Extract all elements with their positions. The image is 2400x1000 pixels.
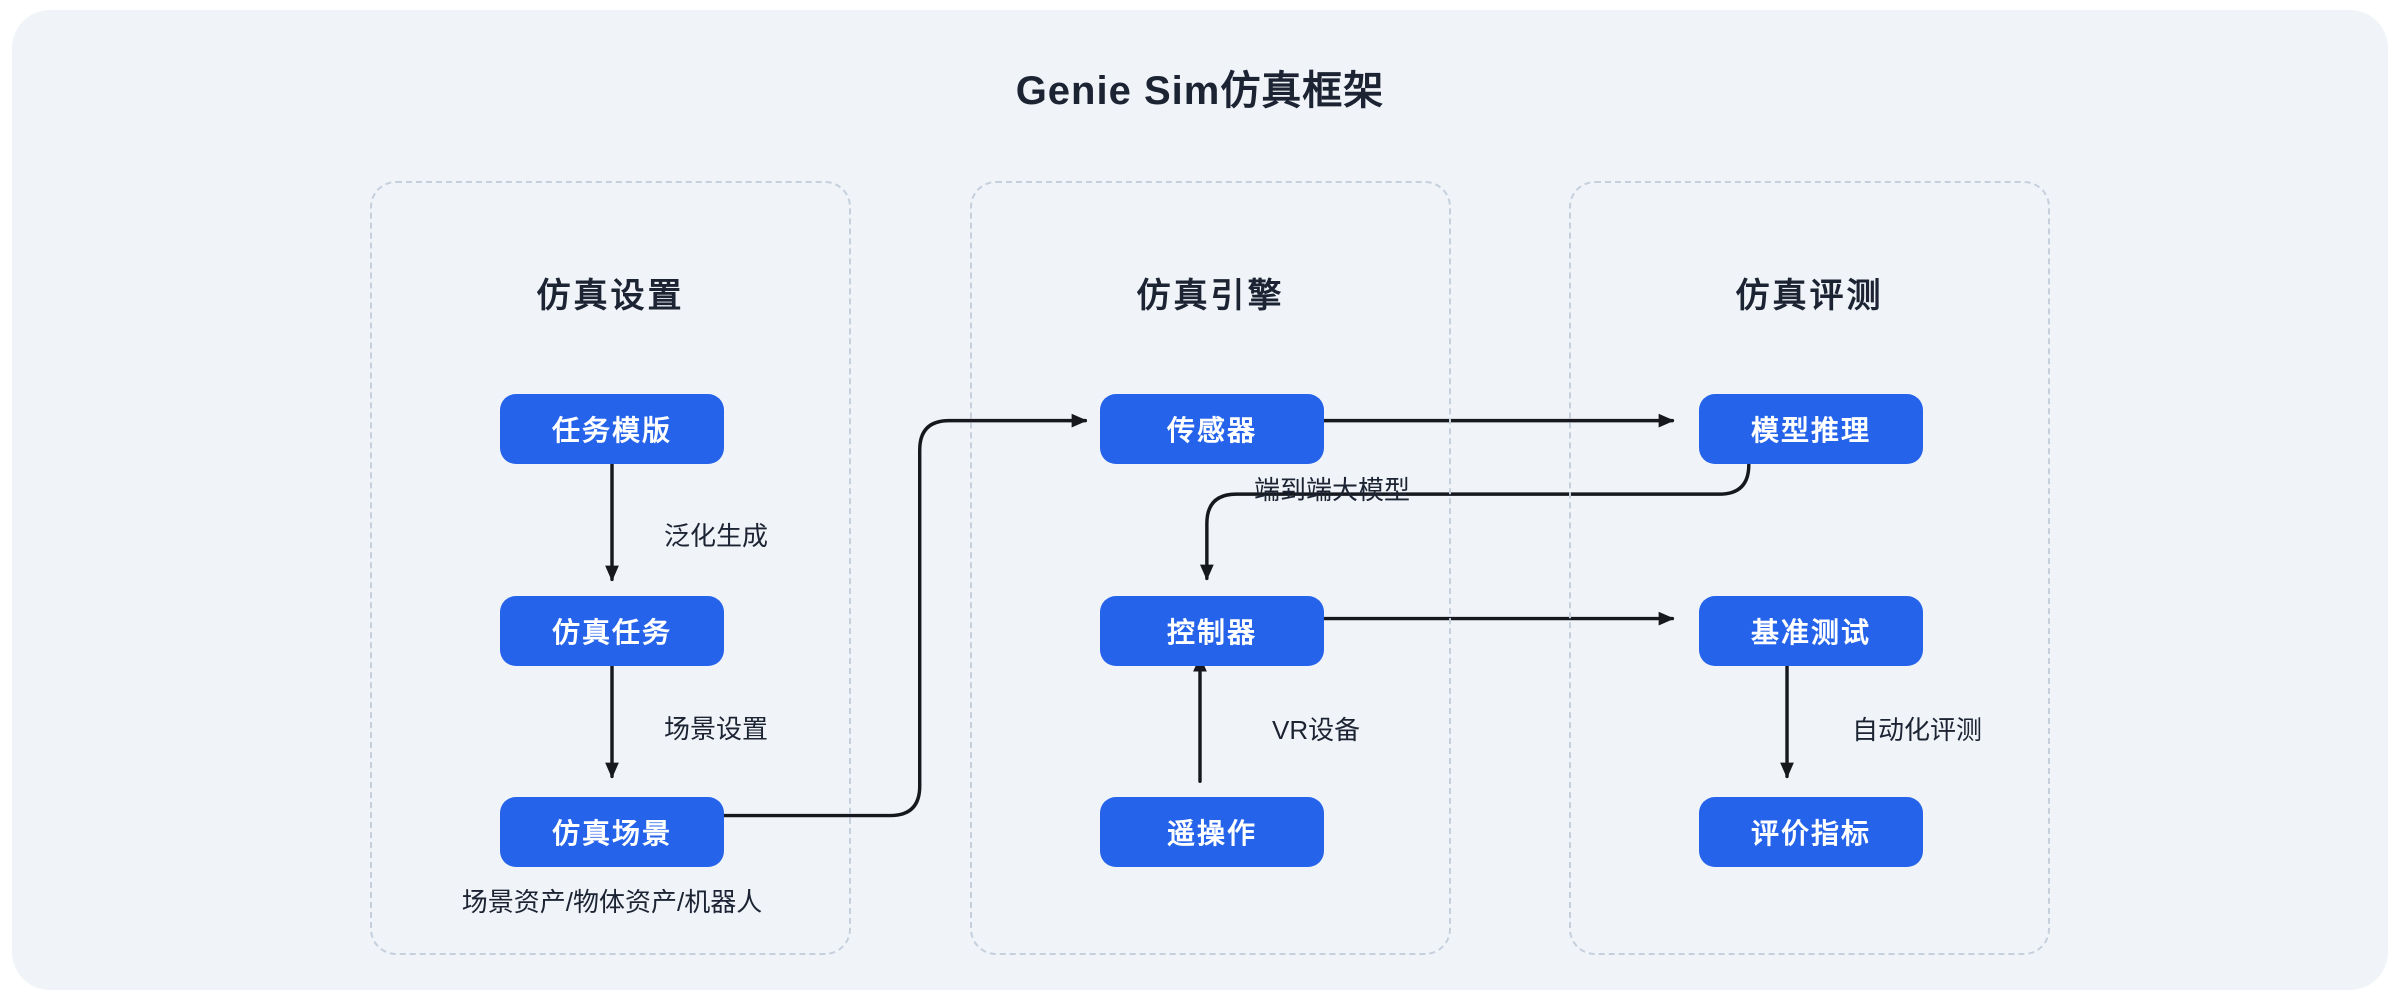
- panel-sim-eval-title: 仿真评测: [1735, 277, 1884, 315]
- panel-sim-engine-title: 仿真引擎: [1136, 277, 1285, 315]
- node-sim-scene: 仿真场景: [500, 797, 724, 867]
- panel-sim-setup: 仿真设置: [370, 181, 851, 955]
- label-end-to-end: 端到端大模型: [1253, 475, 1411, 505]
- label-vr-device: VR设备: [1272, 715, 1361, 745]
- node-controller: 控制器: [1100, 596, 1324, 666]
- node-task-template: 任务模版: [500, 394, 724, 464]
- node-benchmark: 基准测试: [1699, 596, 1923, 666]
- node-model-inference: 模型推理: [1699, 394, 1923, 464]
- label-scene-setup: 场景设置: [664, 714, 769, 744]
- node-sensor: 传感器: [1100, 394, 1324, 464]
- panel-sim-setup-title: 仿真设置: [536, 277, 685, 315]
- label-auto-eval: 自动化评测: [1852, 715, 1983, 745]
- scene-assets-footnote: 场景资产/物体资产/机器人: [461, 887, 763, 917]
- framework-card: Genie Sim仿真框架: [12, 10, 2388, 990]
- panel-sim-engine: 仿真引擎: [970, 181, 1451, 955]
- panel-sim-eval: 仿真评测: [1569, 181, 2050, 955]
- diagram-title: Genie Sim仿真框架: [1015, 69, 1385, 113]
- label-generalization: 泛化生成: [664, 521, 769, 551]
- node-teleop: 遥操作: [1100, 797, 1324, 867]
- node-sim-task: 仿真任务: [500, 596, 724, 666]
- node-metrics: 评价指标: [1699, 797, 1923, 867]
